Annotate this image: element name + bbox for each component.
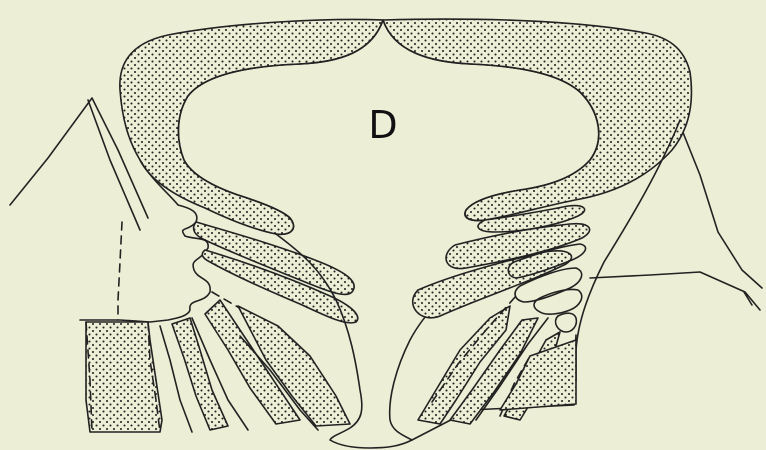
right-finger-7 bbox=[556, 313, 577, 332]
left-dashed-edge bbox=[118, 222, 122, 320]
region-label-d: D bbox=[368, 103, 397, 147]
left-rib-stipple-a bbox=[86, 322, 162, 432]
dorsal-stippled-mass bbox=[120, 19, 692, 234]
